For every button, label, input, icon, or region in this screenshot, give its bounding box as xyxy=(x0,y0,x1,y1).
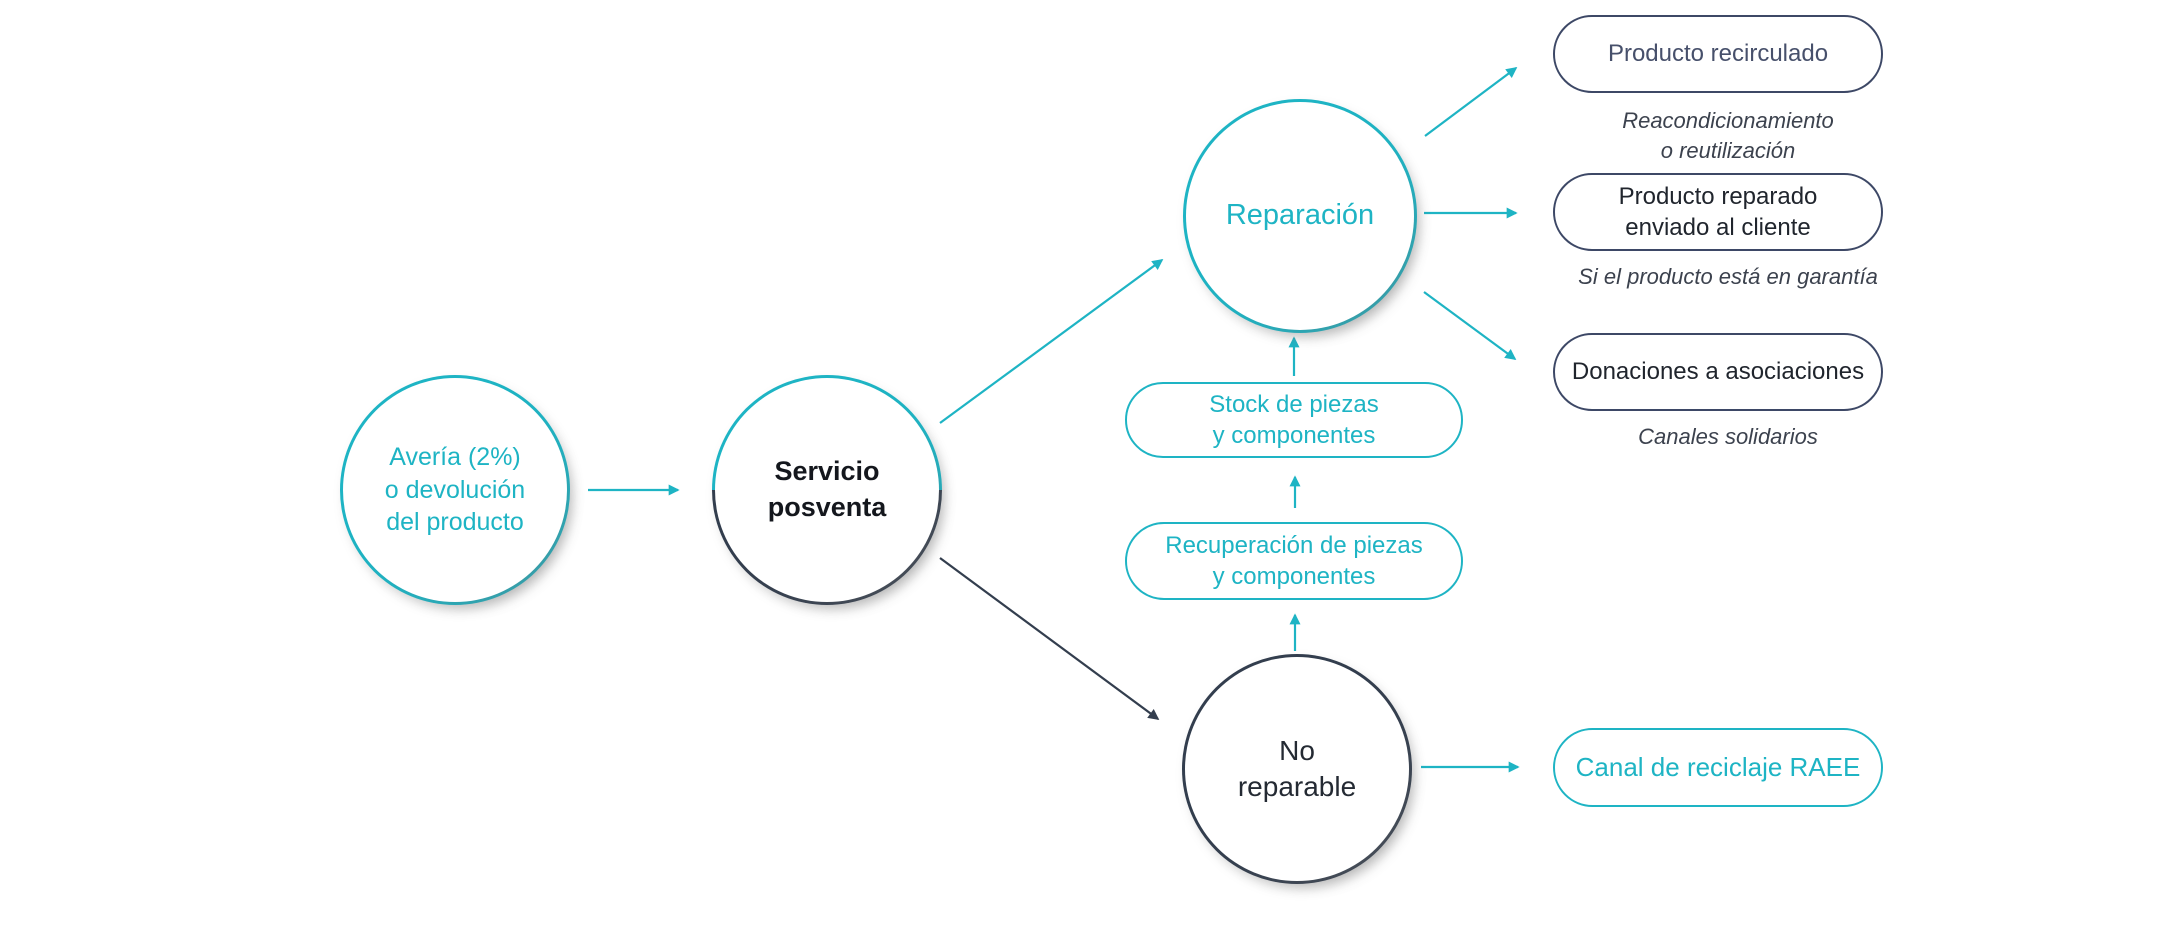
node-averia-label: Avería (2%) o devolución del producto xyxy=(384,443,526,537)
pill-producto-recirculado: Producto recirculado xyxy=(1553,15,1883,93)
pill-donaciones-label: Donaciones a asociaciones xyxy=(1571,358,1865,386)
arrow-reparacion-to-donaciones xyxy=(1423,291,1517,360)
pill-producto-reparado: Producto reparado enviado al cliente xyxy=(1553,173,1883,251)
node-reparacion-circle: Reparación xyxy=(1183,99,1417,333)
pill-canal-reciclaje-raee-label: Canal de reciclaje RAEE xyxy=(1575,751,1861,782)
pill-producto-recirculado-label: Producto recirculado xyxy=(1607,40,1829,68)
node-reparacion-label: Reparación xyxy=(1225,199,1375,232)
note-garantia: Si el producto está en garantía xyxy=(1578,264,1878,289)
pill-donaciones: Donaciones a asociaciones xyxy=(1553,333,1883,411)
pill-canal-reciclaje-raee: Canal de reciclaje RAEE xyxy=(1553,728,1883,807)
pill-stock-piezas: Stock de piezas y componentes xyxy=(1125,382,1463,458)
pill-recuperacion-piezas-label: Recuperación de piezas y componentes xyxy=(1165,531,1423,590)
node-servicio-posventa-label: Servicio posventa xyxy=(767,456,887,522)
node-servicio-posventa-circle: Servicio posventa xyxy=(712,375,942,605)
note-canales-solidarios: Canales solidarios xyxy=(1638,424,1818,449)
node-no-reparable-circle: No reparable xyxy=(1182,654,1412,884)
arrow-servicio-to-no-reparable xyxy=(939,557,1160,720)
arrow-reparacion-to-recirculado xyxy=(1424,67,1518,137)
node-averia-circle: Avería (2%) o devolución del producto xyxy=(340,375,570,605)
pill-recuperacion-piezas: Recuperación de piezas y componentes xyxy=(1125,522,1463,600)
pill-producto-reparado-label: Producto reparado enviado al cliente xyxy=(1618,182,1818,241)
arrow-servicio-to-reparacion xyxy=(939,259,1164,424)
note-reacondicionamiento: Reacondicionamiento o reutilización xyxy=(1622,108,1834,163)
node-no-reparable-label: No reparable xyxy=(1237,735,1357,802)
pill-stock-piezas-label: Stock de piezas y componentes xyxy=(1209,390,1379,449)
